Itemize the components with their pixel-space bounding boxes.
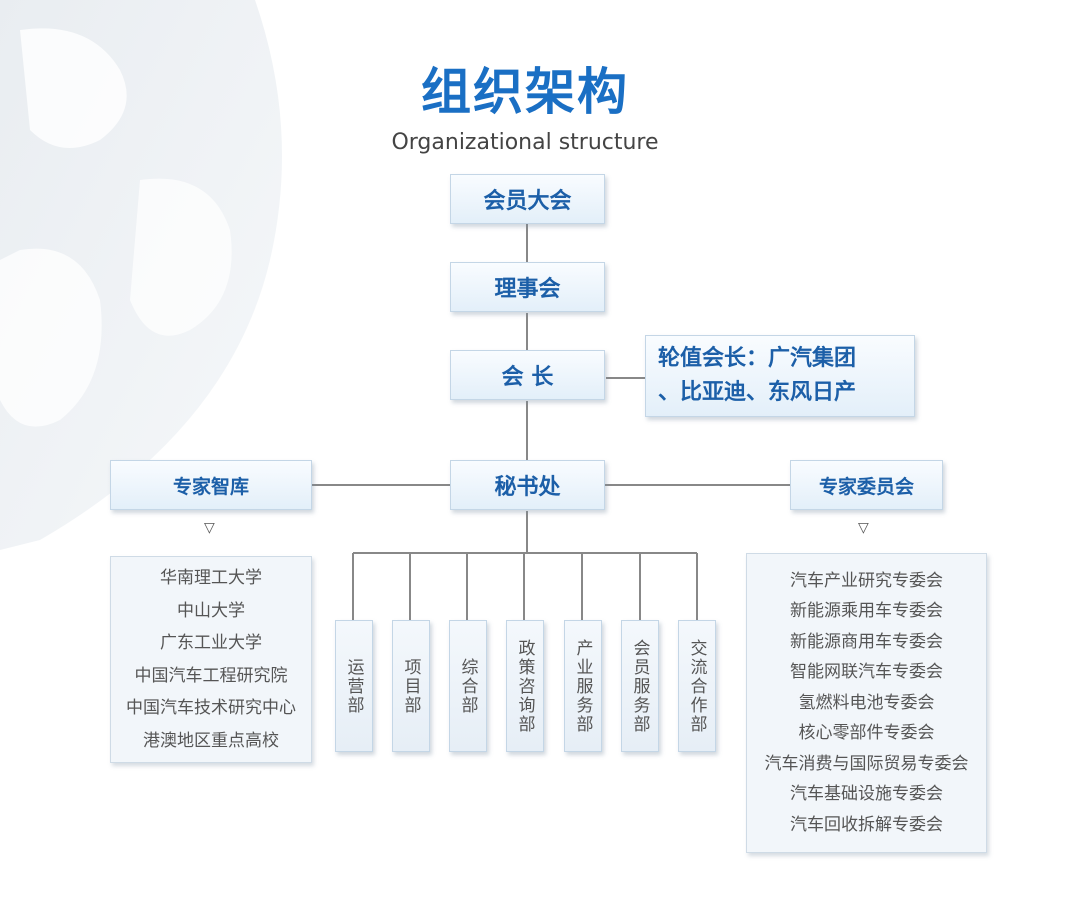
rotating-chair-line2: 、比亚迪、东风日产 [658, 380, 857, 405]
node-president: 会 长 [450, 350, 605, 400]
dept-exchange-cooperation: 交流合作部 [678, 620, 716, 752]
dept-general: 综合部 [449, 620, 487, 752]
node-expert-committee: 专家委员会 [790, 460, 943, 510]
list-item: 中国汽车工程研究院 [134, 665, 288, 686]
list-item: 氢燃料电池专委会 [798, 692, 935, 713]
dept-operations: 运营部 [335, 620, 373, 752]
list-item: 核心零部件专委会 [798, 723, 935, 744]
page-subtitle: Organizational structure [391, 130, 659, 155]
think-tank-list: 华南理工大学 中山大学 广东工业大学 中国汽车工程研究院 中国汽车技术研究中心 … [110, 556, 312, 763]
node-rotating-chair: 轮值会长：广汽集团 、比亚迪、东风日产 [645, 335, 915, 417]
list-item: 汽车基础设施专委会 [790, 784, 943, 805]
list-item: 智能网联汽车专委会 [790, 662, 943, 683]
list-item: 新能源商用车专委会 [790, 631, 943, 652]
node-member-assembly: 会员大会 [450, 174, 605, 224]
page-title: 组织架构 [421, 63, 629, 121]
expert-committee-arrow-icon: ▽ [858, 520, 869, 536]
list-item: 新能源乘用车专委会 [790, 601, 943, 622]
list-item: 港澳地区重点高校 [143, 730, 279, 751]
dept-policy-consulting: 政策咨询部 [506, 620, 544, 752]
node-council: 理事会 [450, 262, 605, 312]
expert-committee-list: 汽车产业研究专委会 新能源乘用车专委会 新能源商用车专委会 智能网联汽车专委会 … [746, 553, 987, 853]
dept-projects: 项目部 [392, 620, 430, 752]
list-item: 汽车回收拆解专委会 [790, 814, 943, 835]
list-item: 汽车产业研究专委会 [790, 570, 943, 591]
rotating-chair-line1: 轮值会长：广汽集团 [658, 346, 857, 371]
think-tank-arrow-icon: ▽ [204, 520, 215, 536]
list-item: 中国汽车技术研究中心 [126, 698, 296, 718]
list-item: 汽车消费与国际贸易专委会 [764, 753, 969, 774]
node-secretariat: 秘书处 [450, 460, 605, 510]
dept-industry-services: 产业服务部 [564, 620, 602, 752]
list-item: 中山大学 [177, 600, 245, 621]
node-think-tank: 专家智库 [110, 460, 312, 510]
list-item: 华南理工大学 [160, 568, 262, 588]
dept-member-services: 会员服务部 [621, 620, 659, 752]
globe-background [0, 0, 282, 550]
list-item: 广东工业大学 [160, 633, 262, 653]
